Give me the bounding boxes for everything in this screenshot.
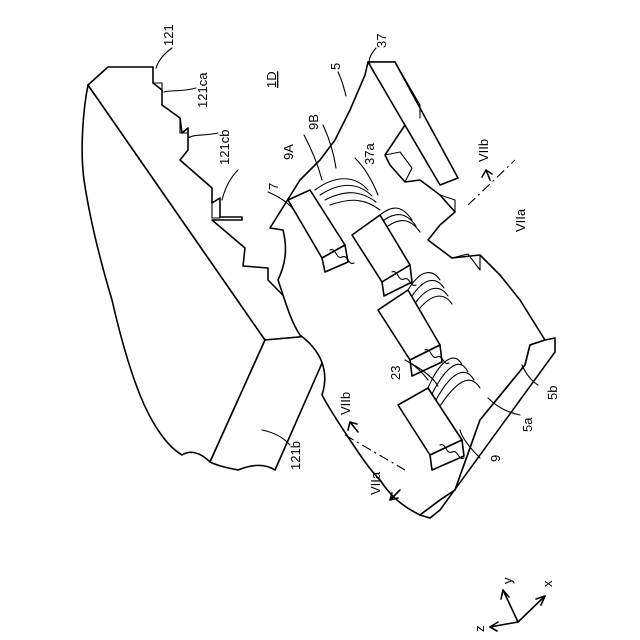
leader-121cb-b [222, 170, 238, 200]
leader-5 [338, 72, 346, 96]
leader-121 [156, 48, 172, 68]
label-9: 9 [488, 455, 503, 462]
label-fig-id: 1D [264, 71, 279, 88]
label-23: 23 [388, 366, 403, 380]
label-37a: 37a [362, 143, 377, 165]
label-5: 5 [328, 63, 343, 70]
axis-z-label: z [472, 626, 487, 633]
label-9A: 9A [281, 144, 296, 160]
label-121: 121 [161, 24, 176, 46]
label-section-VIIb-top: VIIb [476, 139, 491, 162]
label-7: 7 [266, 183, 281, 190]
label-5a: 5a [520, 417, 535, 432]
label-121b: 121b [288, 441, 303, 470]
axis-x-label: x [540, 580, 555, 587]
label-section-VIIa-top: VIIa [513, 208, 528, 232]
label-9B: 9B [306, 114, 321, 130]
label-section-VIIa-bottom: VIIa [368, 471, 383, 495]
axis-x-line [518, 596, 545, 622]
leader-121cb-a [188, 133, 218, 138]
label-37: 37 [374, 34, 389, 48]
label-121ca: 121ca [195, 72, 210, 108]
label-5b: 5b [545, 386, 560, 400]
section-line-upper [468, 160, 515, 205]
axis-y-line [503, 590, 518, 622]
label-section-VIIb-bottom: VIIb [338, 392, 353, 415]
leader-121ca [164, 88, 196, 92]
label-121cb: 121cb [217, 130, 232, 165]
section-arrow-upper [482, 170, 492, 180]
axis-y-label: y [500, 577, 515, 584]
axis-triad [490, 590, 545, 631]
